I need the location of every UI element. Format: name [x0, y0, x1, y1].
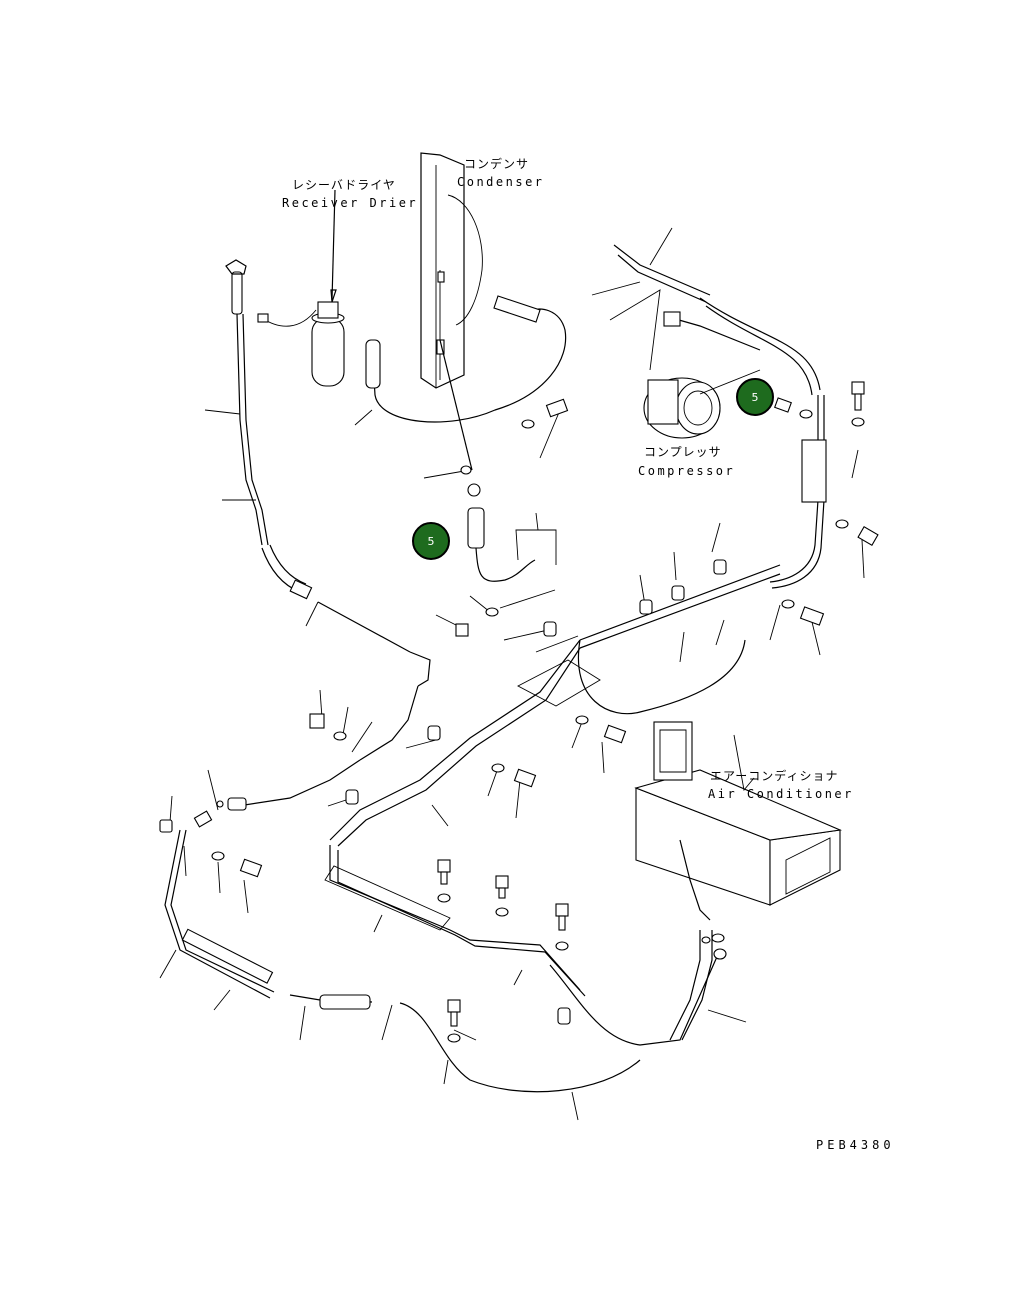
right-hose — [769, 395, 819, 583]
fitting — [493, 295, 541, 323]
receiver-condenser-hose — [371, 308, 567, 423]
condenser-label-en: Condenser — [457, 175, 545, 189]
air-conditioner-label-en: Air Conditioner — [708, 787, 854, 801]
condenser-label-jp: コンデンサ — [464, 157, 530, 171]
compressor-illustration — [613, 244, 821, 439]
fasteners — [159, 381, 879, 1043]
receiver-drier-illustration — [257, 189, 345, 387]
condenser-outlet-line — [439, 339, 473, 471]
callout-compressor[interactable]: 5 — [736, 378, 774, 416]
drawing-code: PEB4380 — [816, 1138, 895, 1152]
compressor-label-en: Compressor — [638, 464, 736, 478]
callout-hose[interactable]: 5 — [412, 522, 450, 560]
left-hose — [225, 259, 431, 811]
hose-end — [365, 339, 381, 389]
receiver-drier-label-jp: レシーバドライヤ — [292, 178, 396, 192]
receiver-drier-label-en: Receiver Drier — [282, 196, 419, 210]
compressor-label-jp: コンプレッサ — [644, 445, 722, 459]
leader-lines — [159, 227, 865, 1121]
lower-pipe — [164, 829, 721, 1093]
air-conditioner-illustration — [634, 721, 843, 1041]
middle-pipe — [329, 564, 781, 847]
air-conditioner-label-jp: エアーコンディショナ — [710, 769, 839, 783]
